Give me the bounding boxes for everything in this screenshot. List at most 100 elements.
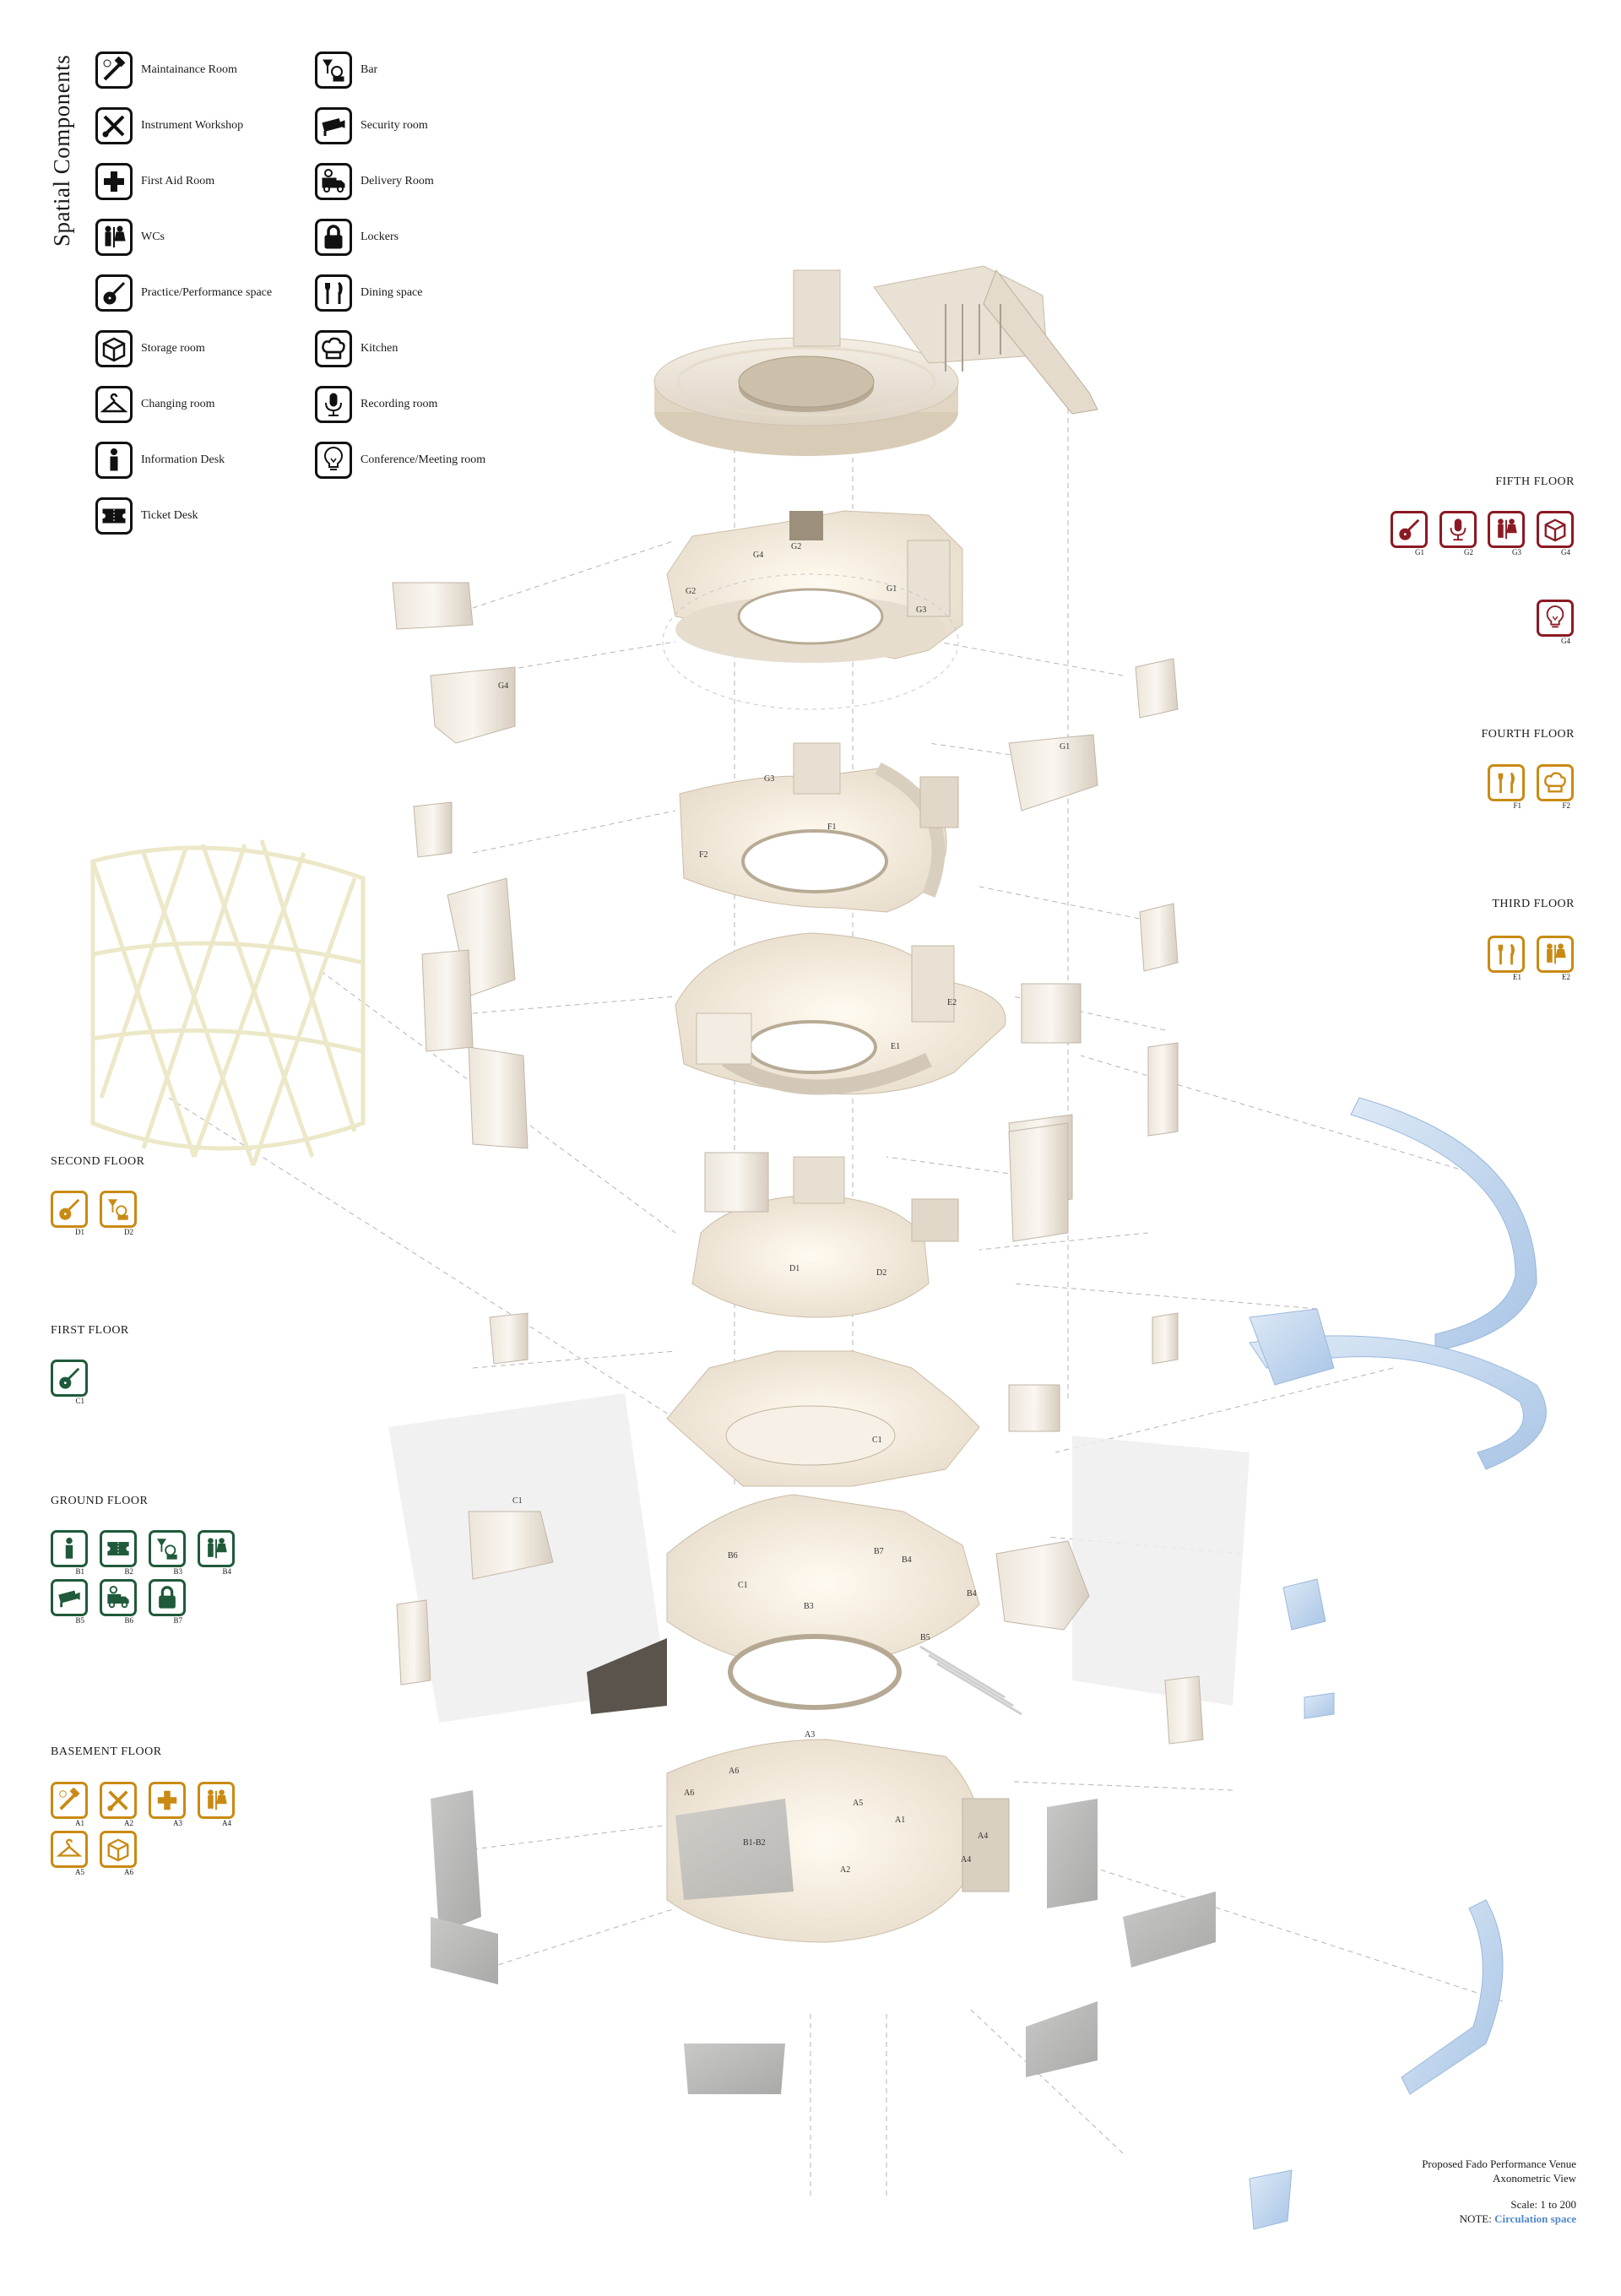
storage-box-icon (107, 1838, 129, 1862)
plan-label-first: C1 (512, 1496, 523, 1506)
legend-item: Ticket Desk (95, 495, 198, 537)
ground-floor-badge: B7 (149, 1579, 186, 1625)
first-aid-icon (157, 1790, 177, 1810)
camera-icon (322, 117, 345, 136)
plan-label-fifth: G4 (498, 681, 508, 691)
badge-code: E2 (1562, 973, 1570, 981)
hanger-icon (57, 1838, 82, 1857)
ground-floor-badge: B6 (100, 1579, 137, 1625)
badge-code: B4 (222, 1567, 231, 1576)
hanger-icon (100, 393, 127, 413)
basement-floor-badge: A5 (51, 1831, 88, 1876)
badge-code: G4 (1561, 548, 1570, 556)
roof-level (653, 265, 1098, 456)
legend-item: Information Desk (95, 439, 225, 481)
legend-item: Kitchen (315, 328, 398, 370)
guitar-icon (1399, 518, 1420, 540)
legend-item: Conference/Meeting room (315, 439, 485, 481)
lock-icon (159, 1586, 176, 1609)
badge-code: B3 (173, 1567, 182, 1576)
basement-level (396, 1599, 1216, 2094)
plan-label-fifth: G1 (886, 584, 897, 594)
fifth-floor-badge: G3 (1488, 511, 1525, 556)
plan-label-ground: C1 (738, 1581, 748, 1590)
legend-item-label: Information Desk (141, 453, 225, 466)
plan-label-second: D1 (789, 1264, 800, 1273)
microphone-icon (1450, 518, 1466, 541)
bar-icon (323, 59, 344, 82)
wc-icon (208, 1789, 227, 1810)
lightbulb-icon (323, 447, 344, 470)
info-icon (65, 1537, 73, 1559)
legend-icon-frame (315, 274, 352, 312)
legend-icon-frame (95, 163, 133, 200)
badge-code: B1 (75, 1567, 84, 1576)
fifth-floor-badge: G4 (1537, 511, 1574, 556)
footer-note: NOTE: Circulation space (1460, 2212, 1576, 2226)
legend-icon-frame (315, 52, 352, 89)
ground-floor-badge: B1 (51, 1530, 88, 1576)
legend-item-label: First Aid Room (141, 175, 215, 187)
second-floor-badge: D2 (100, 1191, 137, 1236)
legend-item: Changing room (95, 383, 215, 426)
bar-icon (156, 1539, 177, 1560)
plan-label-basement: A4 (961, 1855, 971, 1864)
legend-item: Delivery Room (315, 160, 434, 203)
fifth-floor-level (392, 510, 1179, 811)
first-floor-badge: C1 (51, 1360, 88, 1405)
legend-item-label: Delivery Room (361, 175, 434, 187)
legend-icon-frame (95, 107, 133, 144)
ground-floor-badge: B5 (51, 1579, 88, 1625)
badge-code: B5 (75, 1616, 84, 1625)
legend-icon-frame (315, 163, 352, 200)
badge-code: B7 (173, 1616, 182, 1625)
plan-label-ground: B4 (967, 1589, 977, 1599)
fifth-floor-badge: G4 (1537, 600, 1574, 645)
footer-note-value: Circulation space (1494, 2212, 1576, 2225)
basement-floor-badge: A4 (198, 1782, 235, 1827)
info-icon (110, 448, 118, 471)
legend-item: Dining space (315, 272, 422, 314)
chef-hat-icon (1544, 772, 1566, 793)
plan-label-fourth: F2 (699, 850, 708, 860)
ticket-icon (100, 508, 127, 524)
second-floor-badge: D1 (51, 1191, 88, 1236)
fifth-floor-badge: G1 (1391, 511, 1428, 556)
delivery-truck-icon (322, 169, 345, 193)
third-floor-badge: E1 (1488, 936, 1525, 981)
ground-floor-badge: B2 (100, 1530, 137, 1576)
legend-item-label: Maintainance Room (141, 63, 237, 76)
plan-label-basement: A2 (840, 1865, 850, 1875)
footer-note-label: NOTE: (1459, 2212, 1492, 2225)
first-floor-level (666, 1350, 1060, 1487)
plan-label-fifth: G4 (753, 551, 763, 560)
badge-code: A6 (124, 1868, 133, 1876)
plan-label-fifth: G2 (686, 587, 696, 596)
ground-floor-level (388, 1393, 1250, 1723)
legend-item-label: Security room (361, 119, 428, 132)
plan-label-basement: A6 (684, 1788, 694, 1798)
legend-item: Practice/Performance space (95, 272, 272, 314)
legend-icon-frame (95, 497, 133, 535)
legend-icon-frame (95, 52, 133, 89)
legend-item-label: Instrument Workshop (141, 119, 244, 132)
lattice-structure (90, 839, 366, 1166)
footer-view: Axonometric View (1493, 2172, 1576, 2185)
plan-label-third: E2 (947, 998, 957, 1007)
legend-icon-frame (95, 219, 133, 256)
legend-icon-frame (315, 442, 352, 479)
legend-item: Lockers (315, 216, 398, 258)
circulation-space-elements (1249, 1097, 1547, 2230)
badge-code: F2 (1562, 801, 1570, 810)
first-aid-icon (104, 171, 124, 192)
plan-label-basement: A1 (895, 1816, 905, 1825)
plan-label-basement: A6 (729, 1767, 739, 1776)
cutlery-icon (325, 281, 343, 304)
plan-label-ground: B5 (920, 1633, 930, 1642)
basement-floor-badge: A2 (100, 1782, 137, 1827)
cutlery-icon (1498, 943, 1515, 965)
plan-label-basement: A5 (853, 1799, 863, 1808)
badge-code: G4 (1561, 637, 1570, 645)
